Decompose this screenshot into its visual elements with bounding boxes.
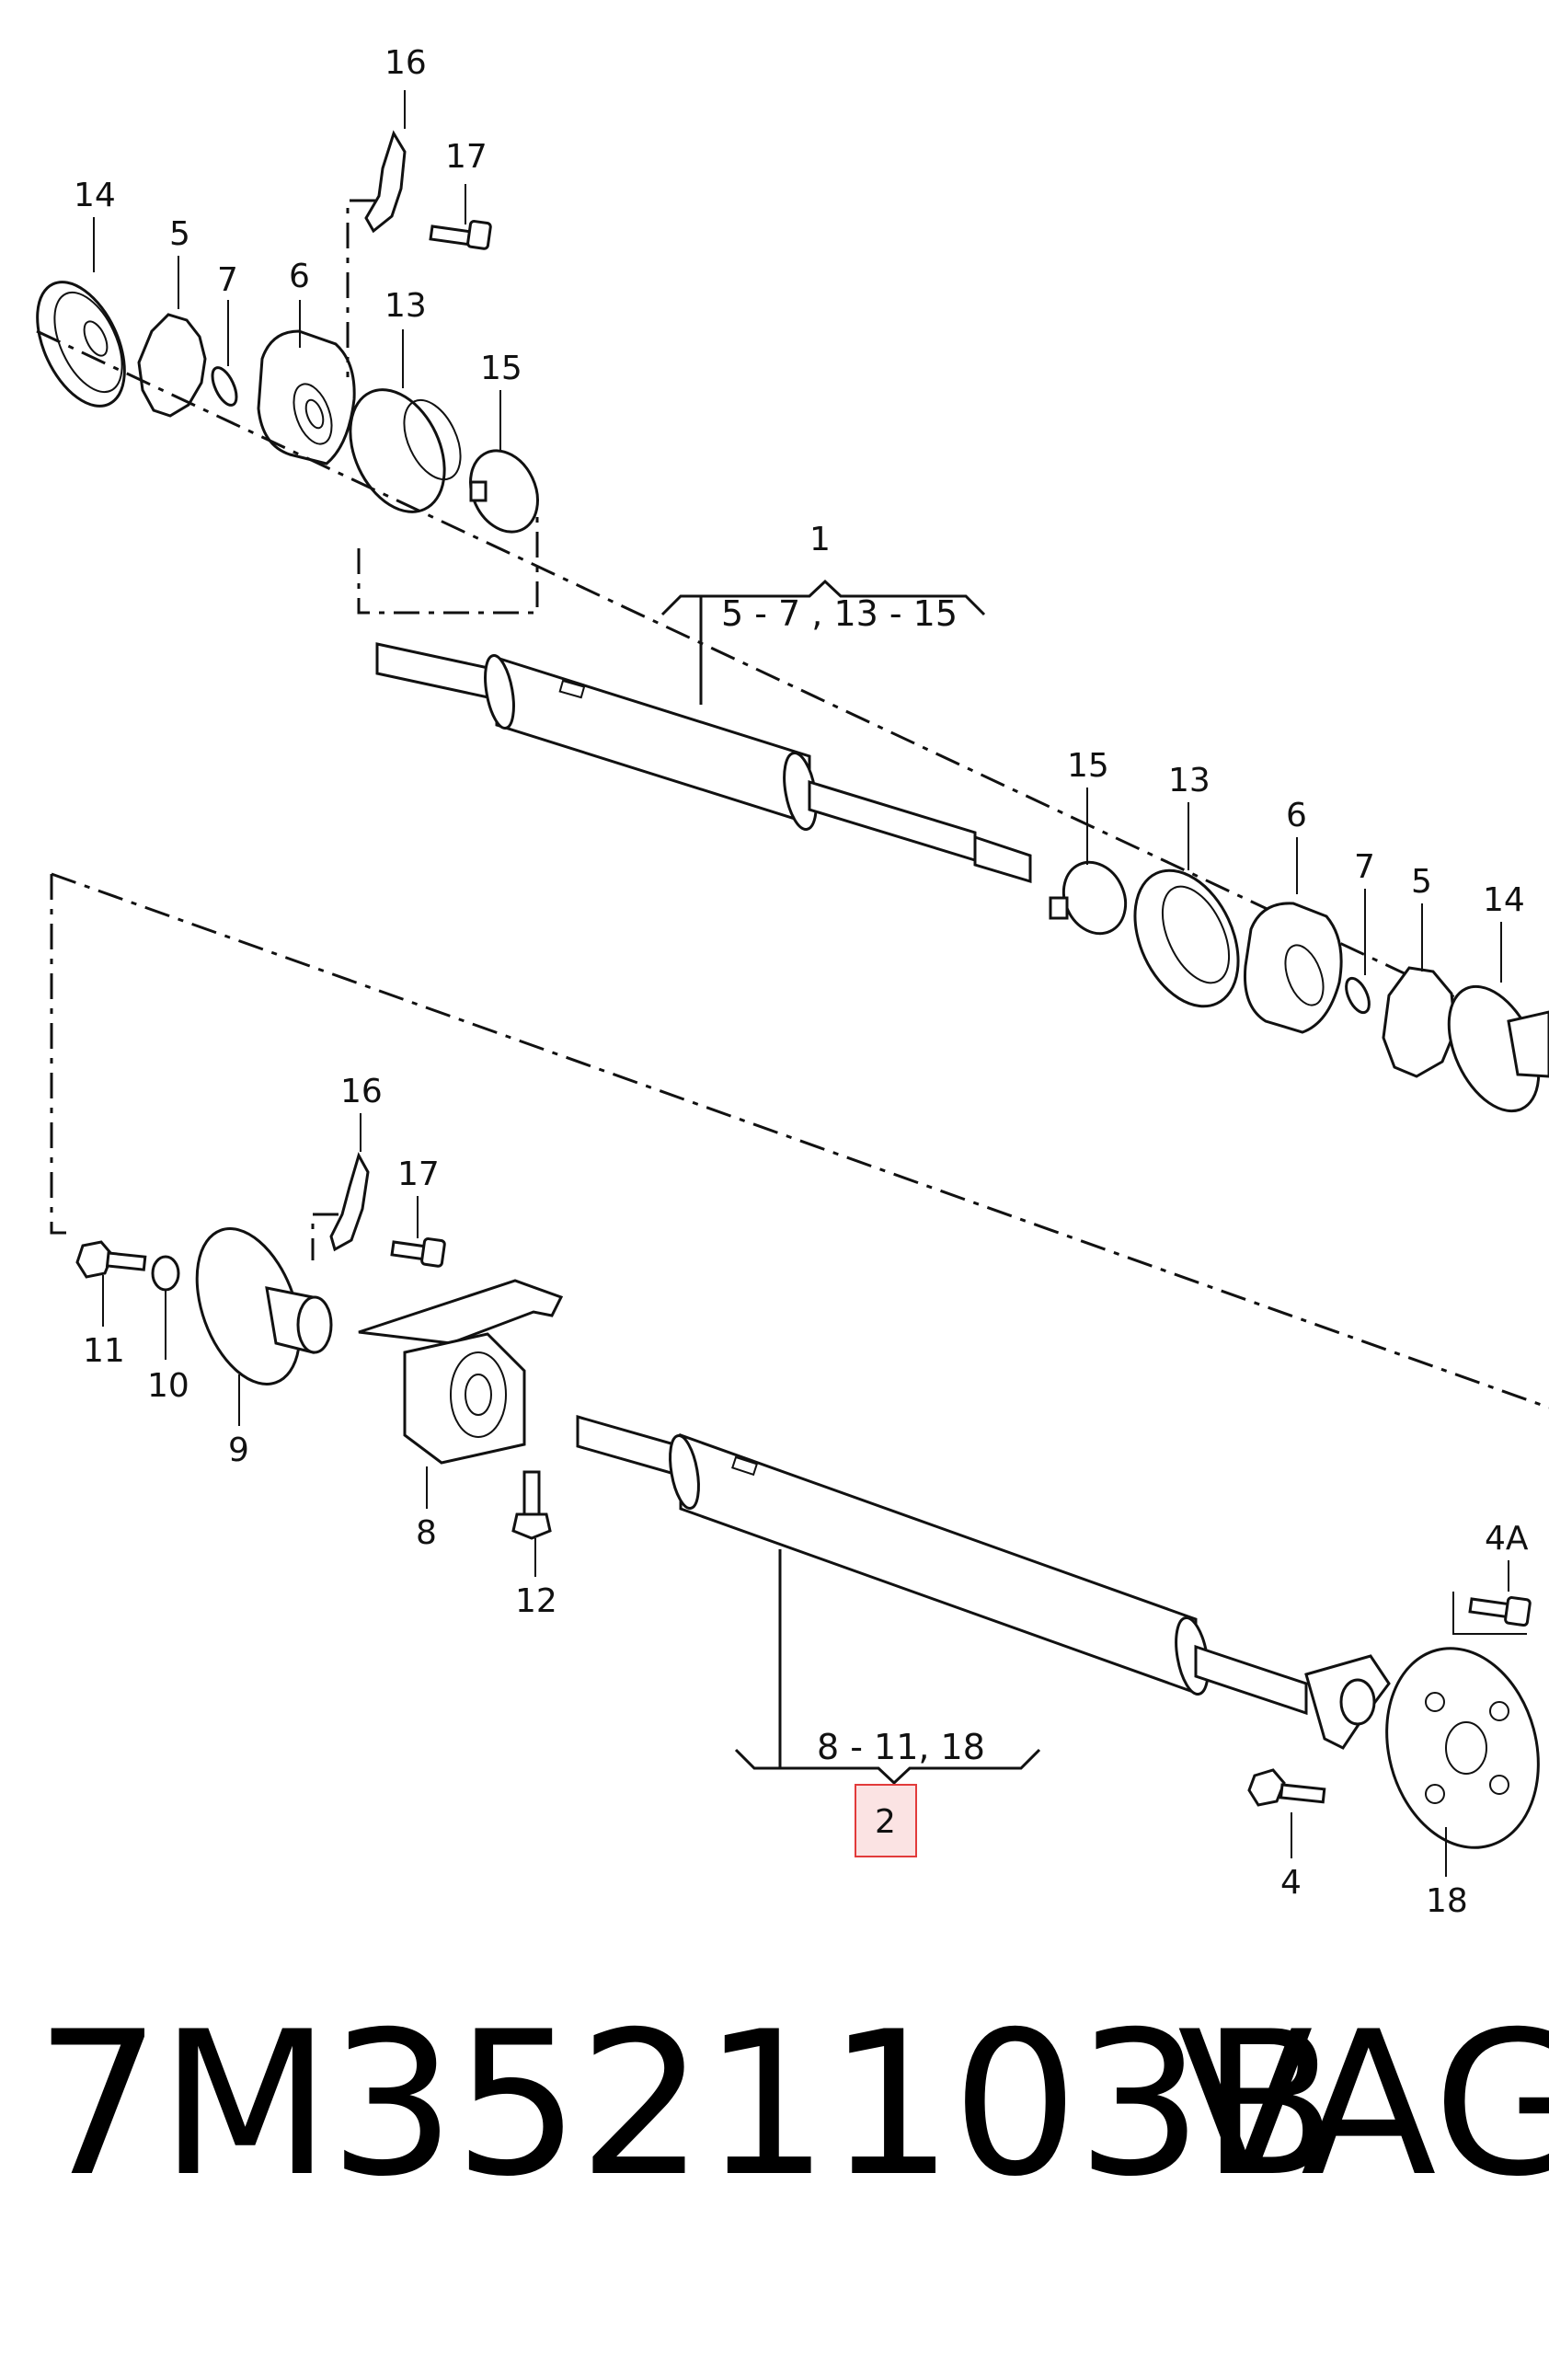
callout-6-upper: 6 xyxy=(289,258,310,295)
leader-lower-bracket xyxy=(311,1213,338,1260)
part-15-left-clip xyxy=(469,449,539,534)
part-14-right-dust-cover xyxy=(1447,984,1549,1113)
part-4A-bolt xyxy=(1452,1592,1532,1635)
part-13-left-seal-ring xyxy=(349,388,462,513)
callout-leaders xyxy=(93,90,1509,1877)
leader-lower-left xyxy=(50,874,74,1235)
part-5-left-gasket xyxy=(137,313,207,418)
callout-1: 1 xyxy=(809,521,831,558)
callout-17-upper: 17 xyxy=(445,138,488,176)
callout-14-upper: 14 xyxy=(74,177,116,214)
part-16-left-lock-plate xyxy=(364,130,407,234)
callout-9: 9 xyxy=(228,1431,249,1469)
part-10-washer xyxy=(151,1255,180,1292)
callout-11: 11 xyxy=(83,1332,125,1370)
leader-upper-bracket xyxy=(346,199,539,615)
callout-16-lower: 16 xyxy=(340,1073,383,1110)
part-9-flange xyxy=(195,1227,333,1385)
part-6-right-bearing xyxy=(1243,902,1343,1034)
callout-16-upper: 16 xyxy=(384,44,427,82)
part-5-right-gasket xyxy=(1382,966,1457,1078)
part-7-left-circlip xyxy=(211,366,238,407)
part-17-lower-bolt xyxy=(390,1237,446,1268)
brand-name: VAG xyxy=(1177,1989,1549,2220)
part-2-drive-shaft xyxy=(576,1415,1308,1716)
callout-4: 4 xyxy=(1280,1864,1302,1902)
part-4-bolt xyxy=(1247,1768,1326,1807)
callout-13-upper: 13 xyxy=(384,287,427,325)
part-15-right-clip xyxy=(1049,860,1128,936)
part-1-drive-shaft xyxy=(375,642,1032,884)
callout-4A: 4A xyxy=(1485,1520,1529,1558)
group-range-2: 8 - 11, 18 xyxy=(817,1727,985,1767)
part-7-right-circlip xyxy=(1345,976,1371,1015)
callout-8: 8 xyxy=(416,1514,437,1552)
callout-5-upper: 5 xyxy=(169,215,190,253)
callout-17-lower: 17 xyxy=(397,1156,440,1193)
group-range-1: 5 - 7 , 13 - 15 xyxy=(721,593,958,634)
highlight-box-2[interactable] xyxy=(855,1784,917,1857)
callout-15-upper: 15 xyxy=(480,350,522,387)
part-6-left-bearing xyxy=(257,329,356,466)
callout-6-right: 6 xyxy=(1286,797,1307,834)
part-12-bolt xyxy=(511,1470,552,1540)
part-14-left-dust-cover xyxy=(36,281,126,408)
part-17-left-bolt xyxy=(429,220,492,250)
leader-lower-axis xyxy=(51,872,1549,1409)
callout-14-right: 14 xyxy=(1483,881,1525,919)
part-13-right-seal-ring xyxy=(1133,868,1240,1008)
callout-10: 10 xyxy=(147,1367,189,1405)
callout-18: 18 xyxy=(1426,1882,1468,1920)
callout-13-right: 13 xyxy=(1168,762,1211,799)
part-number: 7M3521103B xyxy=(35,1989,1337,2220)
leader-upper-axis xyxy=(36,329,1546,1041)
callout-12: 12 xyxy=(515,1582,557,1620)
highlight-label-2[interactable]: 2 xyxy=(875,1803,896,1841)
part-16-lower-lock-plate xyxy=(329,1152,370,1252)
group-bracket-1 xyxy=(660,579,986,705)
callout-7-upper: 7 xyxy=(217,261,238,299)
callout-7-right: 7 xyxy=(1354,848,1375,886)
part-yoke-flange xyxy=(1304,1654,1391,1750)
group-bracket-2 xyxy=(734,1549,1041,1786)
part-11-bolt xyxy=(75,1240,147,1279)
part-18-flex-joint xyxy=(1385,1647,1540,1849)
callout-15-right: 15 xyxy=(1067,747,1109,785)
part-8-center-bearing xyxy=(358,1279,564,1465)
callout-5-right: 5 xyxy=(1411,863,1432,901)
